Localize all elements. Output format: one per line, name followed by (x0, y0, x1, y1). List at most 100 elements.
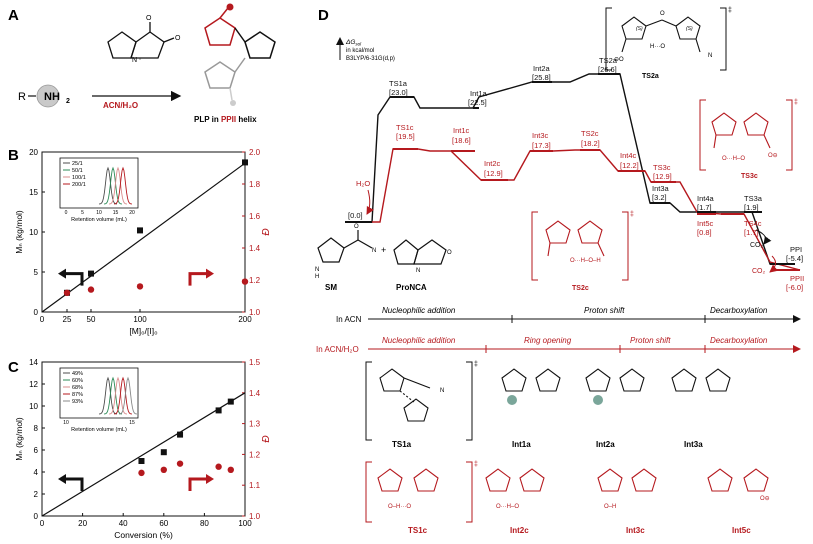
y-right-tick-label: 1.4 (249, 389, 261, 398)
plp-product-structure (204, 3, 276, 106)
x-tick-label: 60 (159, 519, 168, 528)
phase-acnh2o-label: In ACN/H₂O (316, 345, 359, 354)
inset-x-tick-label: 15 (129, 420, 135, 426)
panel-label-a: A (8, 7, 19, 24)
phase-acnh2o-step-1: Nucleophilic addition (382, 336, 456, 345)
product-highlight: PPII (221, 115, 236, 124)
structure-ts1c-label: TS1c (408, 526, 428, 535)
svg-text:O–H···O: O–H···O (388, 504, 411, 510)
svg-text:N: N (315, 267, 319, 273)
dispersity-point (176, 460, 184, 467)
pronca-label: ProNCA (396, 283, 427, 292)
inset-gpc-trace (108, 376, 128, 415)
phase-acn-label: In ACN (336, 315, 362, 324)
dispersity-point (87, 286, 95, 293)
mn-point (227, 398, 234, 405)
energy-levels-red (393, 148, 800, 271)
svg-text:O⊖: O⊖ (760, 496, 770, 502)
state-int1c-value: [18.6] (452, 136, 471, 145)
svg-text:(S): (S) (636, 26, 643, 32)
inset-legend-label: 49% (72, 371, 83, 377)
svg-text:H···O: H···O (650, 44, 665, 50)
mn-point (242, 159, 248, 166)
h2o-label: H₂O (356, 179, 370, 188)
y-right-tick-label: 1.0 (249, 308, 261, 317)
axis-method: B3LYP/6-31G(d,p) (346, 56, 395, 62)
x-tick-label: 0 (40, 315, 45, 324)
svg-text:‡: ‡ (794, 99, 798, 106)
y-tick-label: 10 (29, 402, 38, 411)
inset-legend-label: 93% (72, 399, 83, 405)
state-int3a-name: Int3a (652, 184, 670, 193)
inset-legend-label: 50/1 (72, 168, 83, 174)
mn-point (215, 407, 222, 414)
svg-text:O: O (354, 224, 359, 230)
structure-int3a-label: Int3a (684, 440, 703, 449)
left-axis-arrow (64, 477, 84, 492)
y-right-tick-label: 1.8 (249, 180, 261, 189)
y-right-axis-label: Đ (261, 435, 272, 442)
svg-text:O: O (447, 250, 452, 256)
state-ts2a-name: TS2a (599, 56, 618, 65)
y-tick-label: 15 (29, 188, 38, 197)
svg-text:PLP in PPII helix: PLP in PPII helix (194, 115, 257, 124)
x-tick-label: 100 (238, 519, 252, 528)
product-prefix: PLP in (194, 115, 221, 124)
ts3c-structure-label: TS3c (741, 173, 758, 180)
inset-x-tick-label: 10 (96, 210, 102, 216)
right-axis-arrow (188, 272, 208, 286)
initiator-sphere-icon (36, 84, 60, 108)
inset-gpc-trace (98, 166, 118, 205)
y-right-tick-label: 1.2 (249, 450, 261, 459)
svg-text:O⊖: O⊖ (768, 153, 778, 159)
y-axis-label: Mₙ (kg/mol) (14, 417, 24, 461)
inset-x-tick-label: 5 (81, 210, 84, 216)
black-structures-row: ‡ N TS1a Int1a Int2a Int3a (365, 361, 731, 449)
left-axis-arrowhead (58, 474, 66, 485)
co2-black-label: CO₂ (750, 242, 764, 249)
right-axis-arrowhead (206, 268, 214, 279)
pronca-monomer-structure (107, 22, 175, 60)
state-int5c-value: [0.8] (697, 228, 712, 237)
svg-text:(S): (S) (686, 26, 693, 32)
panel-a: A R NH 2 N O O ACN/H₂O (8, 3, 276, 124)
phase-acnh2o-step-2: Ring opening (524, 336, 572, 345)
phase-acnh2o-step-3: Proton shift (630, 336, 671, 345)
energy-profile-red (362, 148, 801, 271)
left-axis-arrowhead (58, 268, 66, 279)
panel-label-b: B (8, 147, 19, 164)
svg-text:O–H: O–H (604, 504, 616, 510)
fit-line (41, 162, 246, 313)
y-tick-label: 12 (29, 380, 38, 389)
state-int1a-value: [22.5] (468, 98, 487, 107)
phase-row-acn: In ACN Nucleophilic addition Proton shif… (336, 306, 801, 324)
dispersity-point (136, 283, 144, 290)
right-axis-arrowhead (206, 474, 214, 485)
inset-gpc-trace (113, 166, 133, 205)
y-tick-label: 14 (29, 358, 38, 367)
inset-x-tick-label: 20 (129, 210, 135, 216)
mn-point (177, 431, 184, 438)
pronca-structure (393, 239, 447, 265)
amine-group-label: NH (44, 91, 60, 103)
svg-text:O: O (146, 15, 152, 22)
fit-line (41, 392, 246, 517)
panel-label-d: D (318, 7, 329, 24)
axis-label-sub: sol (355, 42, 362, 47)
inset-legend-label: 68% (72, 385, 83, 391)
co2-red-label: CO₂ (752, 268, 766, 275)
inset-legend-label: 200/1 (72, 182, 86, 188)
svg-text:N: N (372, 248, 376, 254)
state-ts2c-value: [18.2] (581, 139, 600, 148)
state-ts1a-value: [23.0] (389, 88, 408, 97)
state-ts3a-name: TS3a (744, 194, 763, 203)
axis-label: ΔG (345, 39, 355, 46)
y-right-tick-label: 2.0 (249, 148, 261, 157)
proton-highlight-icon (593, 395, 603, 405)
inset-legend-label: 25/1 (72, 161, 83, 167)
phase-acnh2o-step-4: Decarboxylation (710, 336, 768, 345)
plus-sign: + (381, 245, 386, 255)
state-int3c-value: [17.3] (532, 141, 551, 150)
y-tick-label: 6 (34, 446, 39, 455)
energy-levels-black (345, 73, 795, 265)
